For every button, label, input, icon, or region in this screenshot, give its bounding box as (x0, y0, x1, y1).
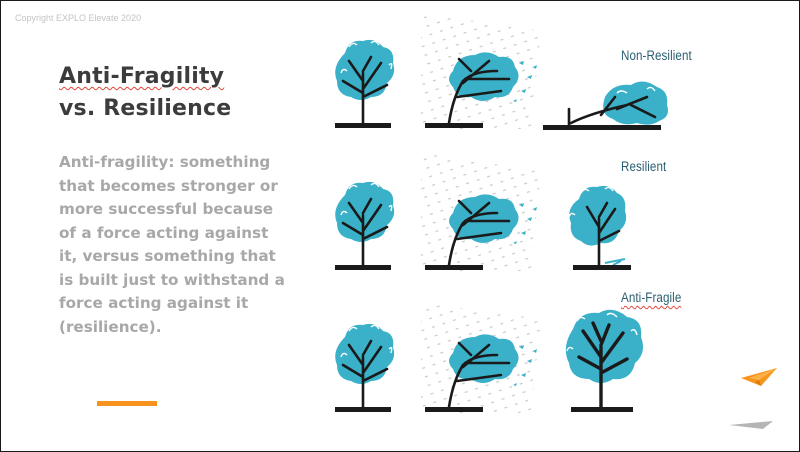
label-resilient: Resilient (621, 159, 667, 174)
label-anti-fragile: Anti-Fragile (621, 290, 682, 305)
definition-text: Anti-fragility: something that becomes s… (59, 153, 285, 336)
title-line-2: vs. Resilience (59, 96, 232, 121)
recovered-tree-icon (568, 185, 631, 270)
tree-illustration (335, 13, 668, 413)
windy-tree-icon (421, 13, 541, 129)
fallen-tree-icon (543, 81, 668, 130)
row-anti-fragile (335, 303, 643, 413)
label-non-resilient: Non-Resilient (621, 48, 692, 63)
title-line-1-text: Anti-Fragility (59, 64, 225, 89)
calm-tree-icon (335, 181, 395, 270)
calm-tree-icon (335, 323, 395, 412)
paper-plane-logo-icon (741, 368, 777, 386)
title-line-1: Anti-Fragility (59, 61, 319, 93)
logo-shadow-icon (729, 421, 773, 429)
slide-title: Anti-Fragility vs. Resilience (59, 61, 319, 125)
strong-tree-icon (565, 309, 643, 412)
calm-tree-icon (335, 39, 395, 128)
row-non-resilient (335, 13, 668, 130)
row-resilient (335, 153, 631, 271)
windy-tree-icon (421, 153, 541, 271)
windy-tree-icon (421, 303, 541, 413)
accent-bar (97, 401, 157, 406)
copyright-text: Copyright EXPLO Elevate 2020 (15, 13, 142, 23)
